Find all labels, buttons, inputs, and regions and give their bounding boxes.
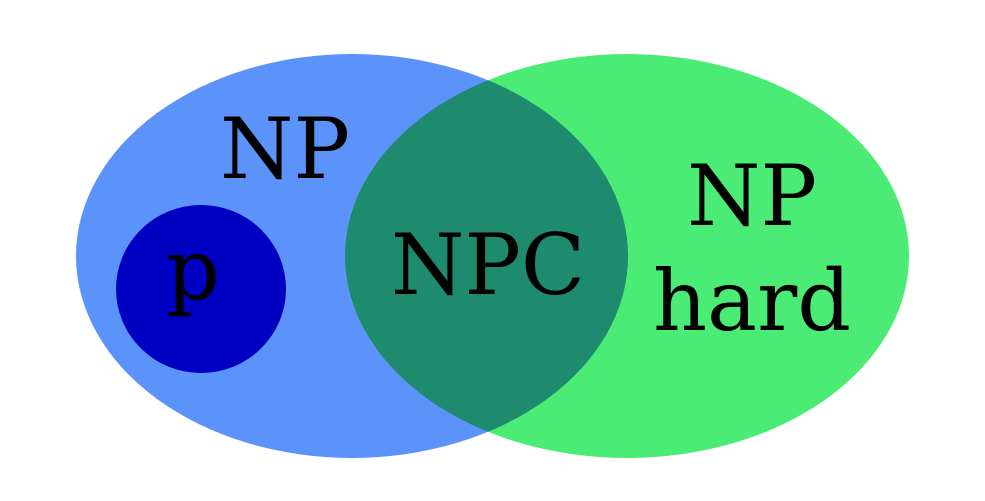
npc-overlap-region (345, 54, 628, 458)
np-hard-label-line2: hard (653, 252, 851, 350)
npc-label: NPC (391, 216, 585, 314)
np-hard-label-line1: NP (687, 147, 817, 245)
p-label: p (166, 221, 220, 319)
p-set-region (116, 205, 286, 373)
np-label: NP (220, 100, 350, 198)
